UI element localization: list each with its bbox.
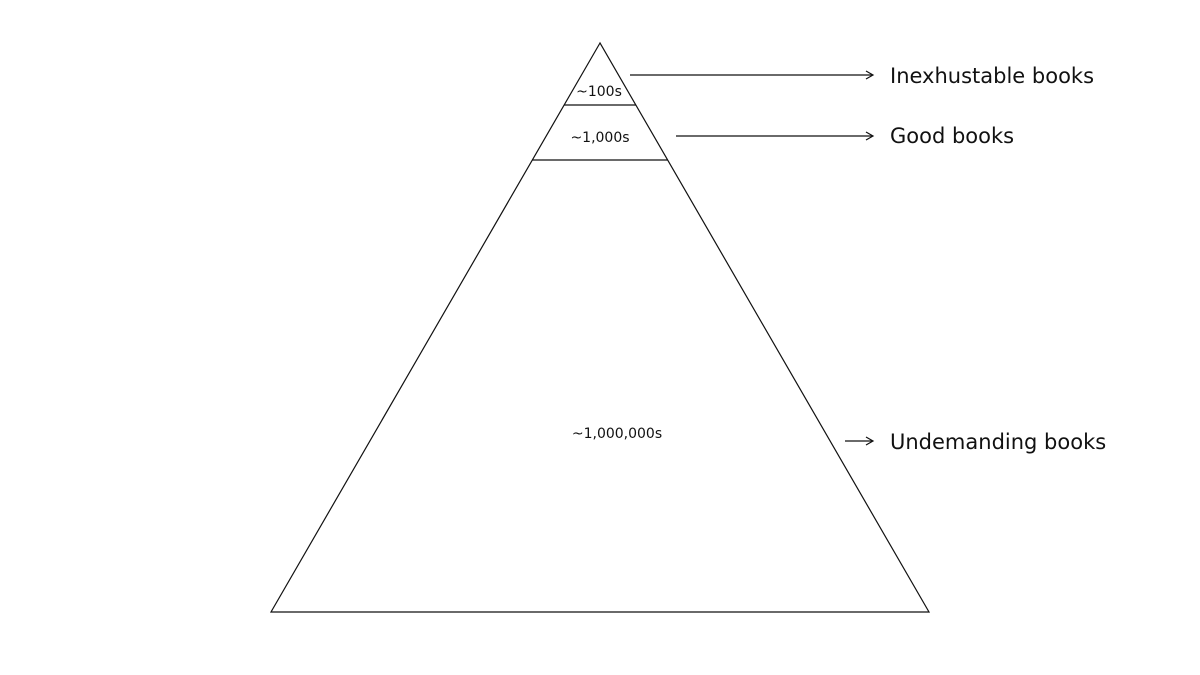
tier-label-middle: Good books bbox=[890, 124, 1014, 148]
pyramid-outline bbox=[269, 41, 931, 613]
tier-count-middle: ~1,000s bbox=[570, 130, 629, 146]
tier-count-bottom: ~1,000,000s bbox=[572, 426, 662, 442]
arrow-middle bbox=[676, 131, 875, 141]
tier-label-top: Inexhustable books bbox=[890, 64, 1094, 88]
arrow-top bbox=[630, 70, 875, 80]
arrow-bottom bbox=[845, 436, 875, 446]
tier-label-bottom: Undemanding books bbox=[890, 430, 1106, 454]
tier-count-top: ~100s bbox=[576, 84, 622, 100]
